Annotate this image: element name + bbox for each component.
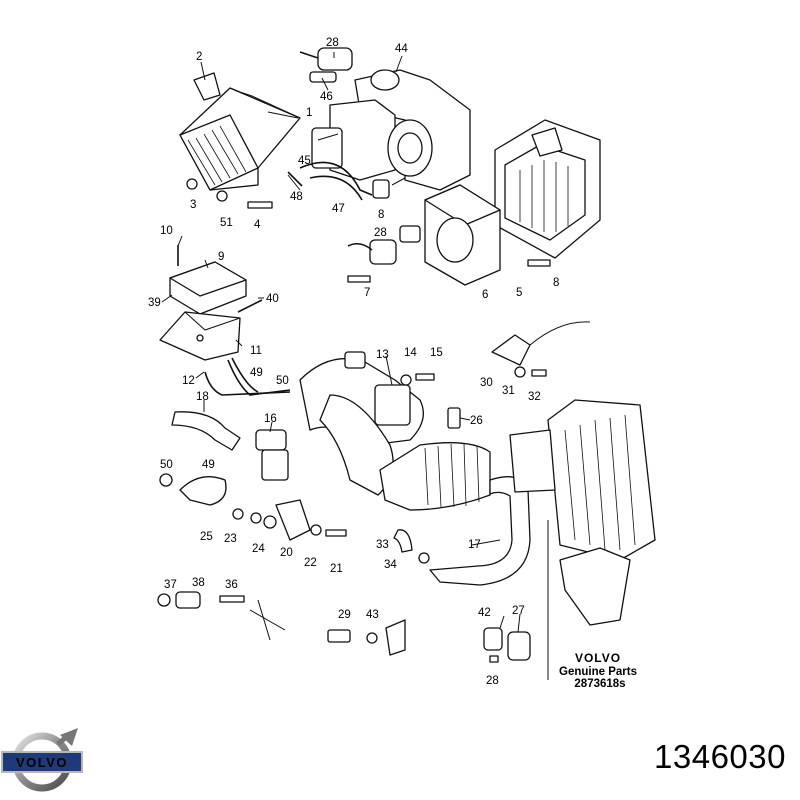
callout-8a: 8 [378, 209, 384, 221]
idle-valve-assembly-part [287, 47, 471, 201]
callout-35: 39 [148, 297, 161, 309]
callout-37: 36 [225, 579, 238, 591]
callout-22: 23 [224, 533, 237, 545]
callout-14: 14 [404, 347, 417, 359]
callout-12: 12 [182, 375, 195, 387]
callout-36: 40 [266, 293, 279, 305]
callout-39: 38 [192, 577, 205, 589]
callout-26: 27 [512, 605, 525, 617]
leader-lines [161, 52, 521, 633]
callout-28b: 28 [374, 227, 387, 239]
callout-5: 5 [516, 287, 522, 299]
volvo-logo: VOLVO [1, 728, 83, 792]
callout-9: 9 [218, 251, 224, 263]
callout-8b: 8 [553, 277, 559, 289]
callout-34: 34 [384, 559, 397, 571]
control-unit-housing-part [494, 119, 601, 259]
ignition-coil-part [347, 184, 501, 286]
callout-19: 20 [280, 547, 293, 559]
callout-1: 1 [306, 107, 312, 119]
callout-46: 50 [276, 375, 289, 387]
callout-50: 50 [160, 459, 173, 471]
callout-6: 6 [482, 289, 488, 301]
callout-30: 30 [480, 377, 493, 389]
callout-24: 25 [200, 531, 213, 543]
callout-38: 37 [164, 579, 177, 591]
callout-4: 4 [254, 219, 261, 231]
callout-45: 43 [366, 609, 379, 621]
callout-23: 24 [252, 543, 265, 555]
callout-17: 17 [468, 539, 481, 551]
callout-labels: 2 28 44 46 1 45 48 47 8 3 51 4 28 7 6 5 … [148, 37, 559, 687]
callout-51: 51 [220, 217, 233, 229]
air-filter-housing-part [509, 399, 656, 680]
callout-11: 10 [160, 225, 173, 237]
logo-text: VOLVO [16, 755, 68, 770]
callout-41: 45 [298, 155, 311, 167]
air-intake-duct-part [299, 351, 491, 511]
ecu-module-part [179, 72, 301, 191]
callout-27: 28 [486, 675, 499, 687]
stamp-brand: VOLVO [575, 651, 621, 665]
callout-20: 21 [330, 563, 343, 575]
amplifier-bracket-part [159, 245, 263, 361]
callout-28: 28 [326, 37, 339, 49]
genuine-parts-stamp: VOLVO Genuine Parts 2873618s [559, 651, 637, 690]
callout-15: 15 [430, 347, 443, 359]
callout-40: 44 [395, 43, 408, 55]
callout-49: 49 [202, 459, 215, 471]
callout-21: 22 [304, 557, 317, 569]
callout-48: 42 [478, 607, 491, 619]
callout-32: 32 [528, 391, 541, 403]
callout-3: 3 [190, 199, 196, 211]
callout-31: 31 [502, 385, 515, 397]
callout-42: 46 [320, 91, 333, 103]
callout-7: 7 [364, 287, 370, 299]
stamp-line2: 2873618s [574, 678, 625, 690]
callout-43: 47 [332, 203, 345, 215]
callout-47: 49 [250, 367, 263, 379]
callout-25: 26 [470, 415, 483, 427]
callout-16: 16 [264, 413, 277, 425]
callout-44: 48 [290, 191, 303, 203]
callout-18: 18 [196, 391, 209, 403]
callout-2: 2 [196, 51, 202, 63]
small-fastener-parts [157, 171, 591, 663]
callout-13: 13 [376, 349, 389, 361]
stamp-line1: Genuine Parts [559, 666, 637, 678]
callout-33: 33 [376, 539, 389, 551]
vacuum-hoses-part [171, 357, 291, 451]
callout-10: 11 [250, 345, 262, 357]
part-number: 1346030 [654, 738, 786, 775]
callout-29: 29 [338, 609, 351, 621]
